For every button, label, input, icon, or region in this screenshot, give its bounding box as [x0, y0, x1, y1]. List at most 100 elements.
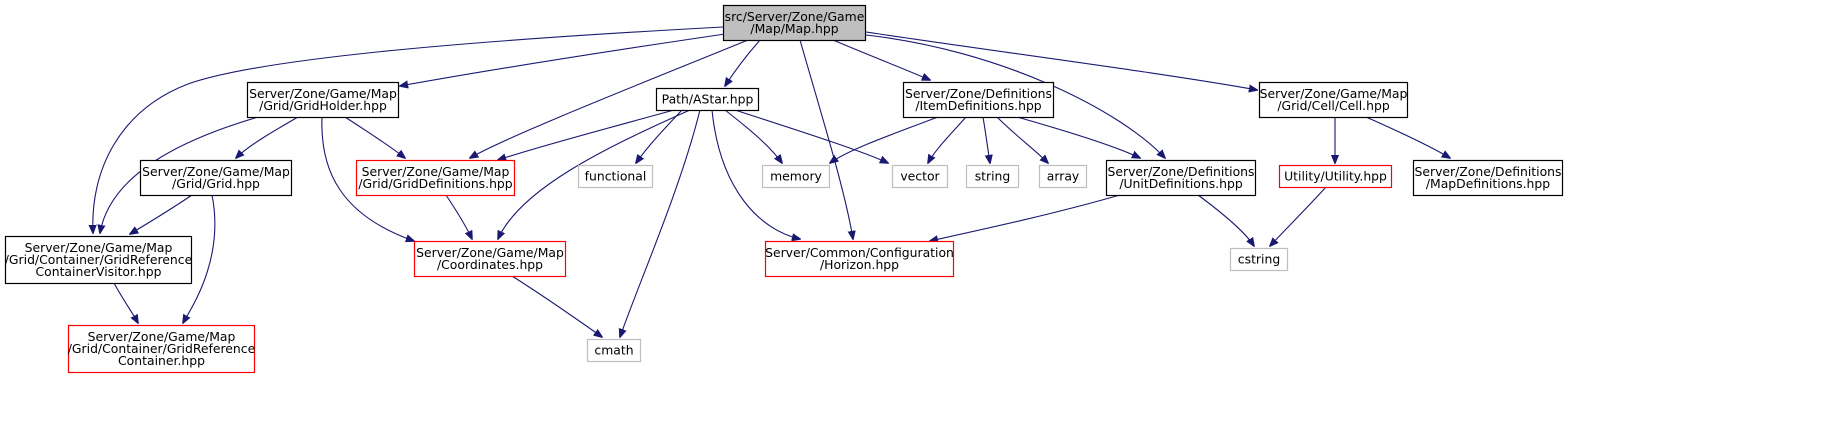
node-functional: functional — [577, 164, 654, 189]
node-mapdefs[interactable]: Server/Zone/Definitions/MapDefinitions.h… — [1412, 159, 1564, 197]
node-label-line: /Horizon.hpp — [820, 257, 899, 272]
node-coords[interactable]: Server/Zone/Game/Map/Coordinates.hpp — [413, 240, 567, 278]
node-box — [577, 164, 654, 189]
node-label-line: /Coordinates.hpp — [437, 257, 543, 272]
edge-gridholder-to-grid — [236, 116, 299, 158]
edge-unitdefs-to-cstring — [1197, 194, 1254, 246]
node-label-line: Server/Zone/Definitions — [905, 86, 1052, 101]
node-horizon[interactable]: Server/Common/Configuration/Horizon.hpp — [764, 240, 955, 278]
edge-astar-to-cmath — [620, 109, 701, 337]
node-cstring: cstring — [1229, 247, 1289, 272]
node-label-line: array — [1047, 168, 1080, 183]
edge-itemdefs-to-string — [982, 116, 990, 163]
node-label-line: ContainerVisitor.hpp — [35, 264, 161, 279]
edge-grid-to-grc — [183, 194, 216, 323]
edge-unitdefs-to-horizon — [930, 194, 1121, 241]
node-label-line: Server/Zone/Game/Map — [88, 329, 236, 344]
node-label-line: Server/Zone/Game/Map — [142, 164, 290, 179]
node-box — [139, 159, 293, 197]
edge-map-to-gcv — [93, 26, 724, 233]
node-label-line: Server/Zone/Definitions — [1415, 164, 1562, 179]
node-label-line: /Grid/Container/GridReference — [5, 252, 192, 267]
edge-map-to-astar — [725, 39, 761, 86]
edge-utility-to-cstring — [1270, 186, 1327, 246]
node-box — [965, 164, 1020, 189]
edge-map-to-itemdefs — [832, 39, 930, 80]
node-label-line: memory — [770, 168, 822, 183]
edge-map-to-horizon — [799, 39, 853, 239]
edge-map-to-griddefs — [470, 39, 749, 158]
edge-itemdefs-to-array — [996, 116, 1048, 163]
edge-itemdefs-to-vector — [928, 116, 967, 163]
node-label-line: /Grid/GridDefinitions.hpp — [358, 176, 512, 191]
node-vector: vector — [891, 164, 949, 189]
node-griddefs[interactable]: Server/Zone/Game/Map/Grid/GridDefinition… — [355, 159, 516, 197]
node-label-line: Server/Common/Configuration — [765, 245, 954, 260]
node-label-line: /ItemDefinitions.hpp — [915, 98, 1041, 113]
node-cmath: cmath — [586, 338, 642, 363]
node-box — [1229, 247, 1289, 272]
edge-map-to-cell — [865, 31, 1257, 90]
node-label-line: /UnitDefinitions.hpp — [1119, 176, 1243, 191]
node-label-line: functional — [585, 168, 647, 183]
node-label-line: /MapDefinitions.hpp — [1426, 176, 1550, 191]
node-box — [764, 240, 955, 278]
edge-astar-to-vector — [734, 109, 888, 163]
node-box — [4, 235, 193, 285]
node-box — [1105, 159, 1257, 197]
node-label-line: Server/Zone/Game/Map — [416, 245, 564, 260]
edge-astar-to-memory — [724, 109, 782, 163]
node-label-line: string — [975, 168, 1011, 183]
node-label-line: Server/Zone/Game/Map — [362, 164, 510, 179]
edge-grid-to-gcv — [130, 194, 193, 234]
node-label-line: /Grid/GridHolder.hpp — [259, 98, 387, 113]
node-string: string — [965, 164, 1020, 189]
node-label-line: Server/Zone/Game/Map — [1260, 86, 1408, 101]
node-box — [1038, 164, 1088, 189]
node-label-line: Server/Zone/Definitions — [1108, 164, 1255, 179]
node-box — [1258, 81, 1409, 119]
node-grc[interactable]: Server/Zone/Game/Map/Grid/Container/Grid… — [67, 324, 256, 374]
edge-cell-to-mapdefs — [1365, 116, 1450, 158]
node-box — [1412, 159, 1564, 197]
edge-map-to-gridholder — [400, 33, 726, 86]
edge-itemdefs-to-unitdefs — [1016, 116, 1140, 158]
edge-astar-to-griddefs — [498, 109, 675, 160]
edge-gridholder-to-griddefs — [344, 116, 405, 158]
node-box — [413, 240, 567, 278]
edge-astar-to-horizon — [711, 109, 800, 239]
node-label-line: cmath — [594, 342, 633, 357]
node-label-line: Path/AStar.hpp — [662, 91, 754, 106]
edge-gridholder-to-coords — [321, 116, 414, 241]
node-utility[interactable]: Utility/Utility.hpp — [1278, 164, 1393, 189]
node-label-line: Container.hpp — [118, 353, 205, 368]
node-box — [1278, 164, 1393, 189]
node-label-line: cstring — [1238, 251, 1280, 266]
node-memory: memory — [761, 164, 831, 189]
node-cell[interactable]: Server/Zone/Game/Map/Grid/Cell/Cell.hpp — [1258, 81, 1409, 119]
node-label-line: Server/Zone/Game/Map — [249, 86, 397, 101]
node-astar[interactable]: Path/AStar.hpp — [655, 87, 760, 112]
node-label-line: /Map/Map.hpp — [750, 21, 838, 36]
node-box — [586, 338, 642, 363]
node-box — [246, 81, 400, 119]
edges-layer — [93, 26, 1450, 337]
node-box — [67, 324, 256, 374]
node-gcv[interactable]: Server/Zone/Game/Map/Grid/Container/Grid… — [4, 235, 193, 285]
node-box — [902, 81, 1055, 119]
edge-astar-to-coords — [498, 109, 691, 239]
node-box — [655, 87, 760, 112]
node-map[interactable]: src/Server/Zone/Game/Map/Map.hpp — [722, 4, 867, 42]
node-itemdefs[interactable]: Server/Zone/Definitions/ItemDefinitions.… — [902, 81, 1055, 119]
nodes-layer: src/Server/Zone/Game/Map/Map.hppServer/Z… — [4, 4, 1564, 374]
node-box — [722, 4, 867, 42]
node-label-line: src/Server/Zone/Game — [725, 9, 865, 24]
node-box — [761, 164, 831, 189]
node-gridholder[interactable]: Server/Zone/Game/Map/Grid/GridHolder.hpp — [246, 81, 400, 119]
edge-astar-to-functional — [636, 109, 683, 163]
node-unitdefs[interactable]: Server/Zone/Definitions/UnitDefinitions.… — [1105, 159, 1257, 197]
node-label-line: Server/Zone/Game/Map — [25, 240, 173, 255]
node-label-line: /Grid/Container/GridReference — [68, 341, 255, 356]
node-grid[interactable]: Server/Zone/Game/Map/Grid/Grid.hpp — [139, 159, 293, 197]
